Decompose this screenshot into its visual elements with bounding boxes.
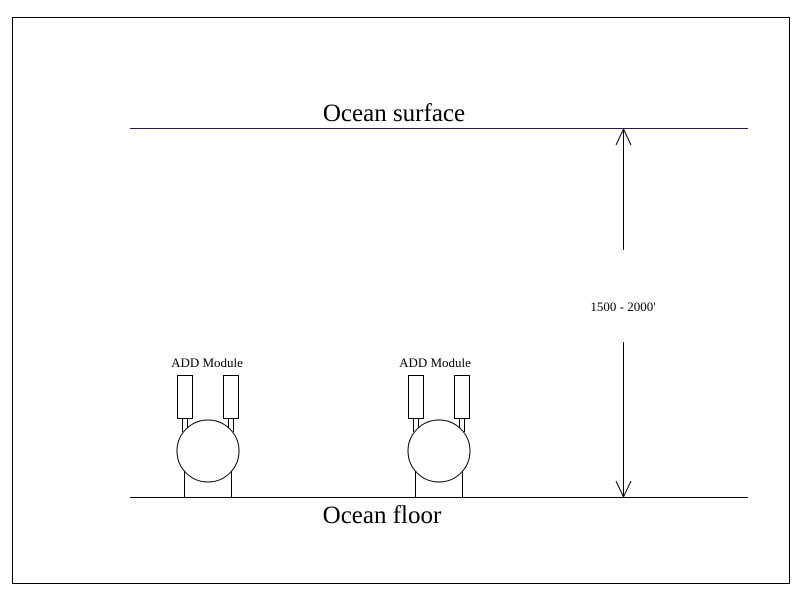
arrow-down-icon bbox=[615, 480, 632, 499]
module-cylinder bbox=[177, 375, 193, 419]
module-sphere bbox=[407, 419, 471, 483]
module-cylinder bbox=[454, 375, 470, 419]
frame-border bbox=[12, 17, 790, 584]
module-sphere bbox=[176, 419, 240, 483]
ocean-surface-label: Ocean surface bbox=[323, 100, 465, 127]
add-module-2: ADD Module bbox=[399, 355, 471, 497]
depth-label: 1500 - 2000' bbox=[590, 299, 655, 314]
ocean-floor-label: Ocean floor bbox=[323, 502, 442, 529]
module-cylinder bbox=[223, 375, 239, 419]
add-module-1: ADD Module bbox=[171, 355, 243, 497]
module-label: ADD Module bbox=[171, 355, 243, 370]
arrow-up-icon bbox=[615, 127, 632, 146]
module-label: ADD Module bbox=[399, 355, 471, 370]
module-cylinder bbox=[408, 375, 424, 419]
depth-arrow bbox=[615, 127, 632, 499]
